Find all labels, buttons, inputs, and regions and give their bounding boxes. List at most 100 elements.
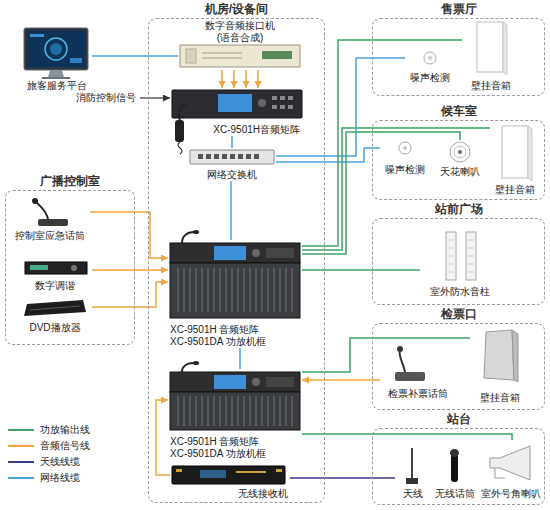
region-heading: 候车室 xyxy=(373,104,544,118)
cable-line xyxy=(233,70,235,88)
rack-icon xyxy=(170,392,300,430)
area-region: 检票口检票补票话筒壁挂音箱 xyxy=(372,323,545,410)
matrix-icon xyxy=(172,90,302,118)
desk-mic-icon xyxy=(32,198,68,226)
switch-icon xyxy=(230,154,235,159)
noise-sensor-icon xyxy=(399,142,411,154)
region-heading: 机房/设备间 xyxy=(149,2,324,16)
device-node: 噪声检测 xyxy=(380,140,430,176)
audio-interface-icon xyxy=(202,57,242,59)
wall-speaker-icon xyxy=(512,330,518,382)
device-node: XC-9501H 音频矩阵 XC-9501DA 功放机框 xyxy=(168,369,302,460)
device-label: 壁挂音箱 xyxy=(493,184,537,196)
wall-speaker-icon xyxy=(484,330,518,382)
tuner-icon xyxy=(30,265,48,270)
wireless-mic-icon xyxy=(450,449,459,482)
desk-mic-icon xyxy=(395,346,425,381)
receiver-icon xyxy=(172,466,285,484)
matrix-icon xyxy=(178,104,186,120)
device-label: 室外防水音柱 xyxy=(428,286,492,298)
cable-line xyxy=(302,379,380,381)
legend-line xyxy=(8,477,34,479)
horn-speaker-icon xyxy=(495,468,505,478)
monitor-icon xyxy=(24,28,88,70)
legend-line xyxy=(8,445,34,447)
ceiling-speaker-icon xyxy=(458,150,462,154)
rack-icon xyxy=(214,375,246,389)
rack-icon xyxy=(193,230,199,234)
device-label: 噪声检测 xyxy=(408,72,452,84)
wall-speaker-icon xyxy=(502,126,532,181)
legend-text: 功放输出线 xyxy=(40,424,90,436)
cable-line xyxy=(92,282,168,307)
device-label: 控制室应急话筒 xyxy=(13,230,87,242)
device-node: 数字调谐 xyxy=(18,258,92,292)
device-node: 壁挂音箱 xyxy=(490,124,540,196)
legend-text: 天线线缆 xyxy=(40,456,80,468)
wall-speaker-icon xyxy=(477,22,503,72)
rack-icon xyxy=(182,232,194,243)
area-region: 站前广场室外防水音柱 xyxy=(372,218,545,305)
wall-speaker-icon xyxy=(477,22,507,75)
cable-line xyxy=(245,70,247,88)
switch-icon xyxy=(206,154,211,159)
audio-interface-icon xyxy=(202,52,242,54)
region-heading: 检票口 xyxy=(373,307,544,321)
monitor-icon xyxy=(30,34,44,37)
desk-mic-icon xyxy=(400,350,405,372)
wall-speaker-icon xyxy=(502,126,528,178)
legend-line xyxy=(8,461,34,463)
monitor-icon xyxy=(42,77,70,79)
area-region: 候车室噪声检测天花喇叭壁挂音箱 xyxy=(372,120,545,200)
receiver-icon xyxy=(276,469,282,472)
device-label: 检票补票话筒 xyxy=(386,388,450,400)
ceiling-speaker-icon xyxy=(450,142,470,162)
noise-sensor-icon xyxy=(424,52,436,64)
desk-mic-icon xyxy=(395,372,425,381)
cable-line xyxy=(230,181,232,240)
device-label: XC-9501H 音频矩阵 XC-9501DA 功放机框 xyxy=(168,324,274,348)
horn-speaker-icon xyxy=(490,446,530,480)
dvd-player-icon xyxy=(24,300,86,316)
device-label: 无线接收机 xyxy=(236,488,290,500)
device-label: 网络交换机 xyxy=(205,169,259,181)
rack-icon xyxy=(170,263,300,318)
signal-label: 消防控制信号 xyxy=(76,92,136,104)
noise-sensor-icon xyxy=(399,142,411,154)
tuner-icon xyxy=(71,265,77,271)
device-node: DVD播放器 xyxy=(18,298,92,334)
cable-line xyxy=(290,477,395,479)
device-label: XC-9501H音频矩阵 xyxy=(211,124,302,136)
device-node: 网络交换机 xyxy=(188,148,276,181)
area-region: 机房/设备间数字音频接口机 (语音合成)XC-9501H音频矩阵网络交换机XC-… xyxy=(148,18,325,503)
cable-line xyxy=(239,348,241,369)
ceiling-speaker-icon xyxy=(454,146,466,158)
rack-icon xyxy=(252,378,260,386)
cable-line xyxy=(302,434,512,440)
device-node: 天线 xyxy=(395,445,430,500)
device-node: 室外防水音柱 xyxy=(420,228,500,298)
device-node: 旅客服务平台 xyxy=(22,26,92,92)
monitor-icon xyxy=(50,43,62,55)
legend-line xyxy=(8,429,34,431)
device-node: XC-9501H 音频矩阵 XC-9501DA 功放机框 xyxy=(168,240,302,348)
monitor-icon xyxy=(48,70,64,77)
signal-arrow xyxy=(140,97,170,98)
device-label: 室外号角喇叭 xyxy=(479,488,543,500)
audio-interface-icon xyxy=(186,49,196,63)
rack-icon xyxy=(170,361,300,430)
cable-line xyxy=(221,70,223,88)
rack-icon xyxy=(170,243,300,263)
rack-icon xyxy=(170,372,300,392)
ceiling-speaker-icon xyxy=(450,142,470,162)
device-node: XC-9501H音频矩阵 xyxy=(172,88,302,136)
device-label: DVD播放器 xyxy=(27,322,82,334)
legend-row: 音频信号线 xyxy=(8,440,90,452)
device-label: 数字音频接口机 (语音合成) xyxy=(195,20,285,44)
dvd-player-icon xyxy=(24,300,86,316)
device-label: 天线 xyxy=(401,488,425,500)
antenna-icon xyxy=(406,448,418,484)
matrix-icon xyxy=(280,105,285,109)
rack-icon xyxy=(182,363,194,372)
